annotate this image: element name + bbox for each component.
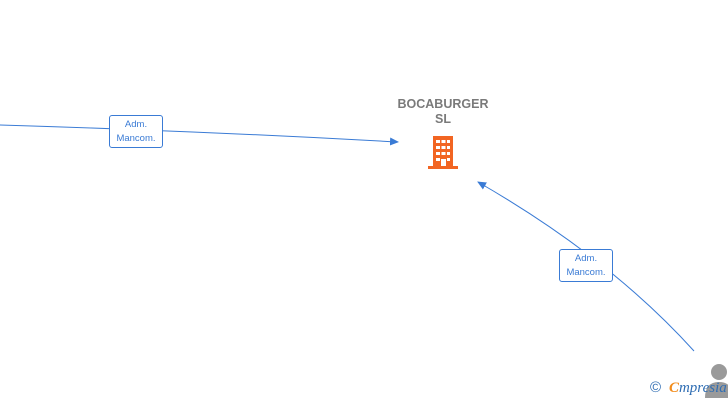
- company-name-line1: BOCABURGER: [397, 97, 489, 111]
- edge-2-label-line2: Mancom.: [566, 267, 606, 278]
- edge-1-label[interactable]: Adm. Mancom.: [109, 115, 163, 148]
- edge-2-label-line1: Adm.: [574, 253, 598, 264]
- brand-logo: Cmpresia: [669, 378, 727, 398]
- edge-1-label-line1: Adm.: [124, 119, 148, 130]
- brand-logo-initial: C: [668, 380, 679, 396]
- edge-1-line: [0, 124, 399, 146]
- watermark: © Cmpresia: [650, 378, 727, 398]
- edge-2-label[interactable]: Adm. Mancom.: [559, 249, 613, 282]
- edge-1-label-line2: Mancom.: [116, 133, 156, 144]
- company-name[interactable]: BOCABURGER SL: [384, 97, 502, 127]
- company-name-line2: SL: [435, 112, 451, 126]
- person-icon[interactable]: [704, 362, 728, 398]
- brand-logo-rest: mpresia: [678, 380, 727, 396]
- copyright-symbol: ©: [650, 379, 662, 396]
- building-icon[interactable]: [426, 134, 460, 170]
